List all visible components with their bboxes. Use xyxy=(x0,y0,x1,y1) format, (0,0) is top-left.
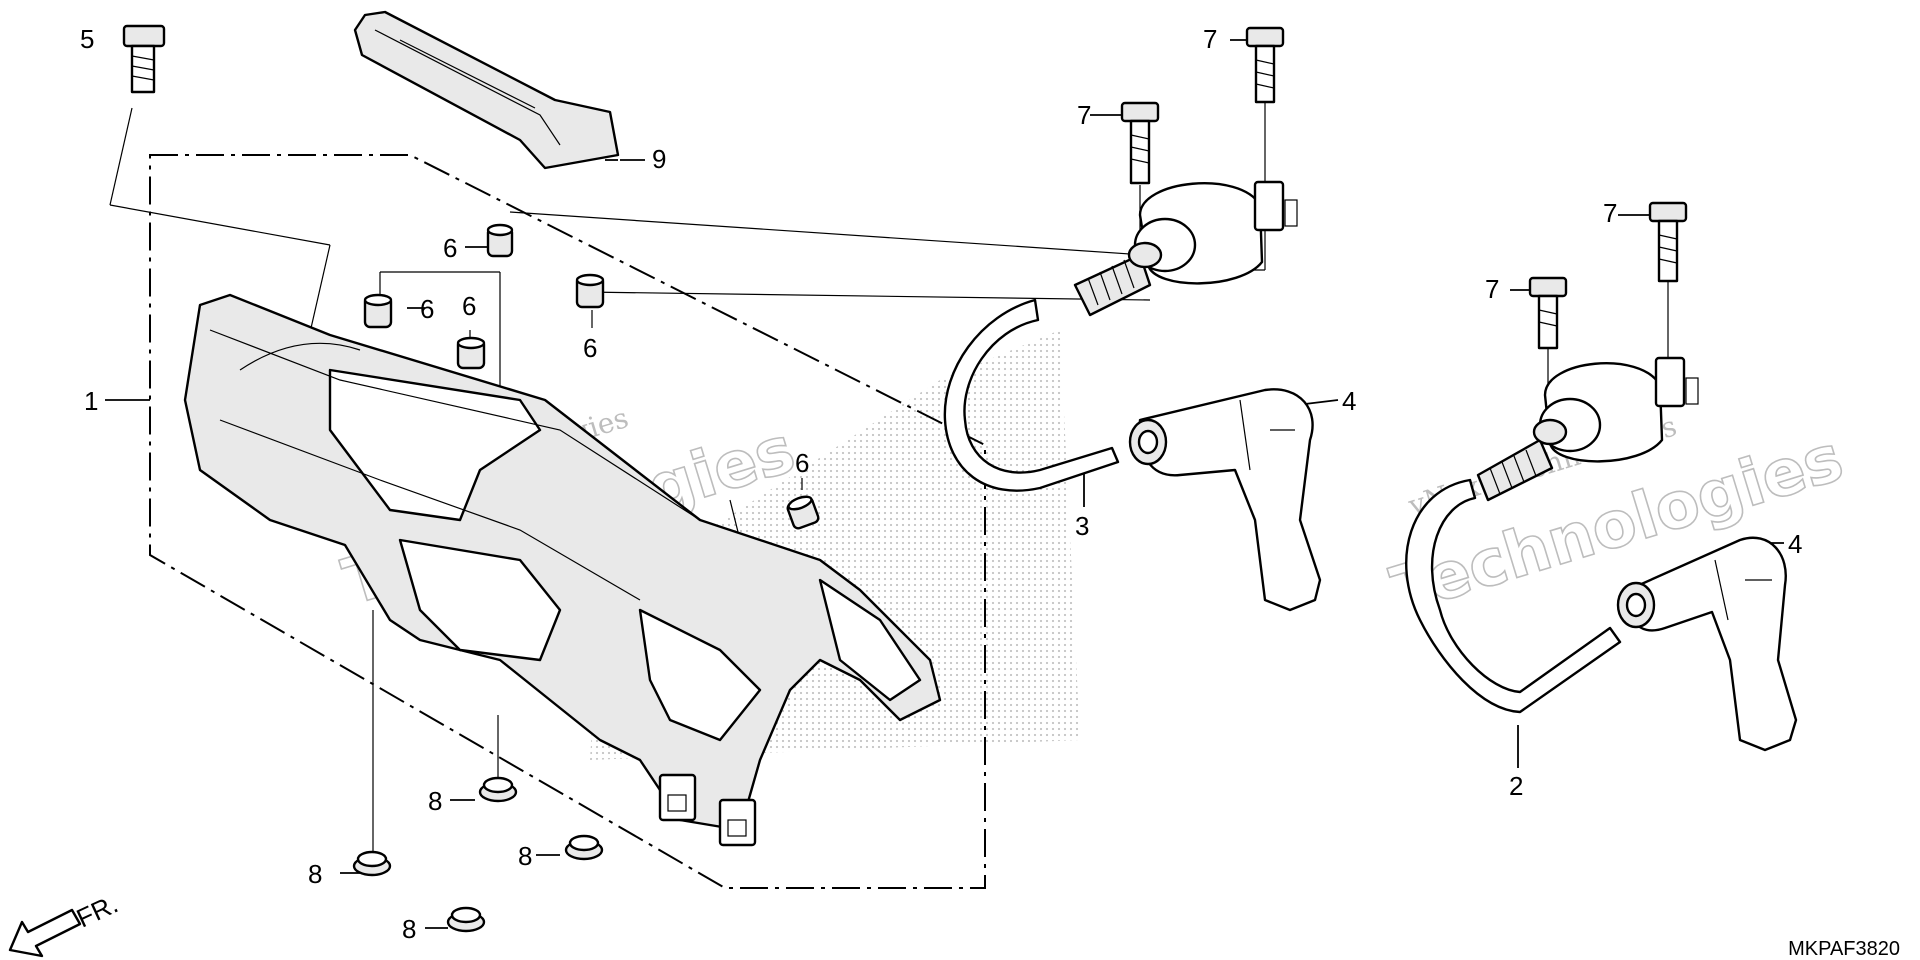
part-2-ignition-coil[interactable] xyxy=(1405,356,1699,714)
label-7-c: 7 xyxy=(1603,198,1617,228)
label-9: 9 xyxy=(652,144,666,174)
part-6-collar-e[interactable] xyxy=(786,494,820,530)
part-1-bracket-assembly[interactable] xyxy=(183,293,942,847)
label-6-d: 6 xyxy=(583,333,597,363)
label-7-d: 7 xyxy=(1485,274,1499,304)
label-7-a: 7 xyxy=(1203,24,1217,54)
part-8-nut-a[interactable] xyxy=(478,776,518,803)
label-2: 2 xyxy=(1509,771,1523,801)
label-4-lower: 4 xyxy=(1788,529,1802,559)
part-5-bolt[interactable] xyxy=(122,24,166,94)
part-8-nut-b[interactable] xyxy=(352,850,392,877)
label-8-c: 8 xyxy=(518,841,532,871)
assembly-outline xyxy=(149,154,986,889)
part-6-collar-b[interactable] xyxy=(575,273,605,309)
label-3: 3 xyxy=(1075,511,1089,541)
label-6-c: 6 xyxy=(462,291,476,321)
label-8-a: 8 xyxy=(428,786,442,816)
label-5: 5 xyxy=(80,24,94,54)
label-6-b: 6 xyxy=(420,294,434,324)
part-6-collar-c[interactable] xyxy=(363,293,393,329)
part-9-cover[interactable] xyxy=(353,10,620,170)
part-8-nut-d[interactable] xyxy=(446,906,486,933)
label-6-e: 6 xyxy=(795,448,809,478)
label-1: 1 xyxy=(84,386,98,416)
front-marker-text: FR. xyxy=(72,889,123,934)
part-7-bolt-d[interactable] xyxy=(1528,276,1568,350)
label-4-upper: 4 xyxy=(1342,386,1356,416)
label-7-b: 7 xyxy=(1077,100,1091,130)
part-4-plug-cap-upper[interactable] xyxy=(1128,388,1322,612)
part-labels: 1 2 3 4 4 5 6 6 6 6 6 7 7 7 7 8 8 8 8 9 xyxy=(80,24,1802,944)
label-6-a: 6 xyxy=(443,233,457,263)
part-8-nut-c[interactable] xyxy=(564,834,604,861)
diagram-code: MKPAF3820 xyxy=(1788,938,1900,960)
part-6-collar-d[interactable] xyxy=(456,336,486,370)
front-arrow-icon xyxy=(8,908,82,958)
part-7-bolt-b[interactable] xyxy=(1120,101,1160,185)
part-7-bolt-c[interactable] xyxy=(1648,201,1688,283)
label-8-d: 8 xyxy=(402,914,416,944)
part-4-plug-cap-lower[interactable] xyxy=(1616,536,1798,752)
part-6-collar-a[interactable] xyxy=(486,223,514,258)
front-direction-marker: FR. xyxy=(8,889,123,958)
part-3-ignition-coil[interactable] xyxy=(943,180,1298,492)
label-8-b: 8 xyxy=(308,859,322,889)
part-7-bolt-a[interactable] xyxy=(1245,26,1285,104)
